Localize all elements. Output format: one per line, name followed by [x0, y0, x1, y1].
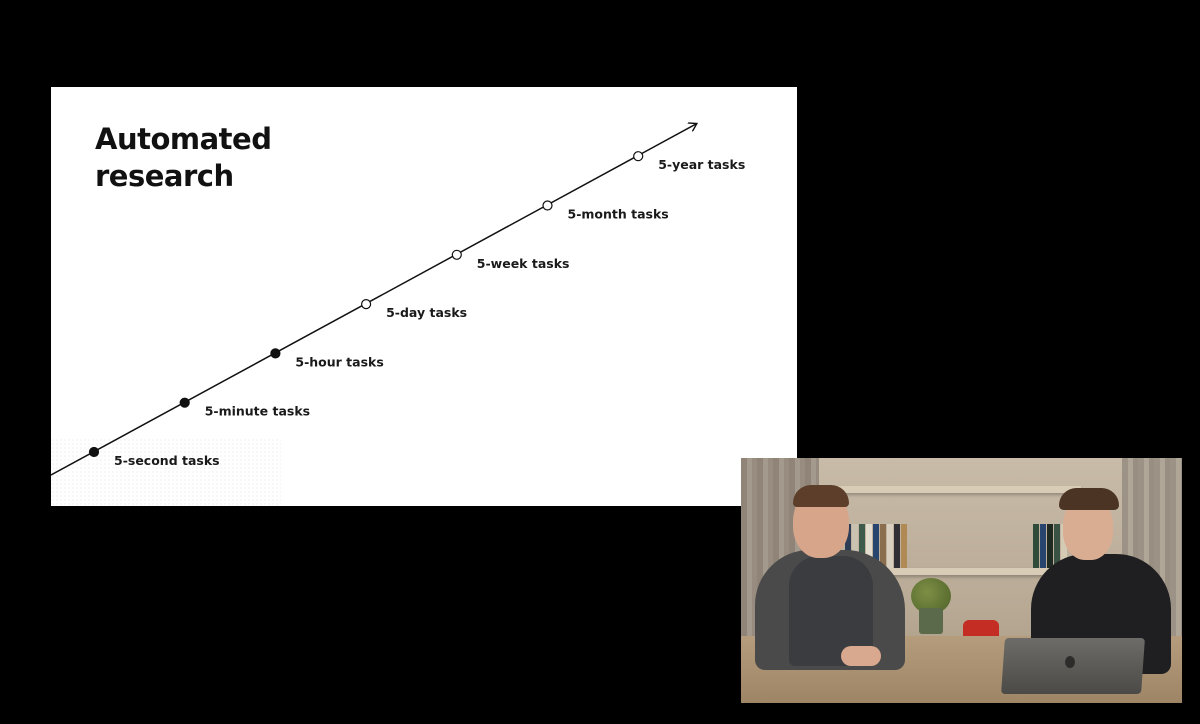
milestone-6: 5-month tasks — [542, 200, 669, 222]
milestone-7: 5-year tasks — [633, 151, 745, 172]
slide-title-line-1: Automated — [95, 122, 272, 156]
slide-title-line-2: research — [95, 159, 234, 193]
milestone-3: 5-hour tasks — [270, 348, 384, 369]
milestone-label: 5-minute tasks — [205, 404, 310, 419]
milestone-label: 5-month tasks — [568, 207, 669, 222]
dotted-background-pattern — [51, 438, 281, 506]
red-telephone — [963, 620, 999, 640]
presentation-slide: Automated research 5-second tasks 5-minu… — [51, 87, 797, 506]
milestone-label: 5-hour tasks — [295, 354, 383, 369]
milestone-5: 5-week tasks — [451, 249, 570, 271]
books-left — [845, 524, 907, 568]
bookshelf-middle — [831, 568, 1081, 575]
presenter-left-hair — [793, 485, 849, 507]
milestone-marker — [451, 249, 462, 260]
video-inset — [741, 458, 1182, 703]
slide-title: Automated research — [95, 121, 272, 195]
books-right — [1033, 524, 1067, 568]
milestone-marker — [361, 299, 372, 310]
presenter-left-hands — [841, 646, 881, 666]
milestone-marker — [179, 397, 190, 408]
plant-pot — [919, 608, 943, 634]
milestone-1: 5-second tasks — [88, 446, 220, 468]
bookshelf-top — [831, 486, 1081, 493]
milestone-label: 5-day tasks — [386, 305, 467, 320]
milestone-label: 5-second tasks — [114, 453, 220, 468]
laptop-logo-icon — [1065, 656, 1075, 668]
milestone-label: 5-week tasks — [477, 256, 570, 271]
milestone-2: 5-minute tasks — [179, 397, 310, 419]
milestone-marker — [270, 348, 281, 359]
milestone-marker — [542, 200, 553, 211]
progress-timeline: 5-second tasks 5-minute tasks 5-hour tas… — [51, 87, 745, 476]
presenter-right-hair — [1059, 488, 1119, 510]
milestone-marker — [633, 151, 644, 162]
timeline-arrow-line — [51, 124, 696, 476]
milestone-4: 5-day tasks — [361, 299, 467, 320]
milestone-marker — [88, 446, 100, 458]
milestone-label: 5-year tasks — [658, 157, 745, 172]
